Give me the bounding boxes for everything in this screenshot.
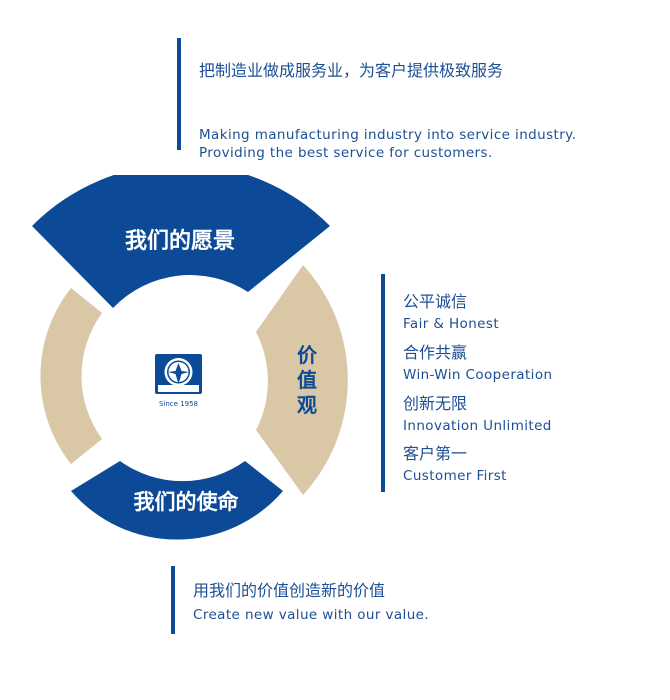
- value-zh: 合作共赢: [403, 343, 468, 362]
- values-label-char-1: 价: [297, 343, 318, 367]
- company-logo: Since 1958: [155, 354, 202, 408]
- bottom-quote-zh: 用我们的价值创造新的价值: [193, 581, 386, 600]
- values-accent-bar: [381, 274, 385, 492]
- values-label-char-2: 值: [297, 368, 317, 392]
- value-item-customer-first: 客户第一 Customer First: [403, 444, 507, 485]
- ring-values-segment: [256, 265, 348, 495]
- bottom-quote-en: Create new value with our value.: [193, 607, 430, 623]
- value-en: Customer First: [403, 468, 507, 484]
- values-list: 公平诚信 Fair & Honest 合作共赢 Win-Win Cooperat…: [381, 274, 641, 494]
- mission-quote-zh: 把制造业做成服务业，为客户提供极致服务: [199, 61, 504, 80]
- quote-accent-bar: [177, 38, 181, 150]
- vision-label: 我们的愿景: [125, 228, 235, 254]
- logo-since-text: Since 1958: [159, 400, 198, 408]
- value-en: Innovation Unlimited: [403, 418, 552, 434]
- ring-left-segment: [40, 288, 102, 464]
- value-zh: 公平诚信: [403, 292, 468, 311]
- value-en: Win-Win Cooperation: [403, 367, 553, 383]
- value-item-fair-honest: 公平诚信 Fair & Honest: [403, 292, 499, 333]
- quote-accent-bar: [171, 566, 175, 634]
- mission-label: 我们的使命: [134, 490, 240, 514]
- mission-quote-en-line1: Making manufacturing industry into servi…: [199, 127, 577, 143]
- ring-vision-segment: [32, 175, 330, 308]
- mission-quote-en-line2: Providing the best service for customers…: [199, 145, 493, 161]
- value-zh: 创新无限: [403, 394, 468, 413]
- ring-mission-segment: [71, 461, 283, 540]
- value-en: Fair & Honest: [403, 316, 500, 332]
- mission-quote: 把制造业做成服务业，为客户提供极致服务 Making manufacturing…: [177, 38, 647, 161]
- values-label-char-3: 观: [297, 393, 317, 417]
- value-zh: 客户第一: [403, 444, 468, 463]
- value-item-innovation: 创新无限 Innovation Unlimited: [403, 394, 552, 435]
- values-ring-diagram: 我们的愿景 我们的使命 价 值 观 Since 1958: [32, 175, 348, 540]
- bottom-quote: 用我们的价值创造新的价值 Create new value with our v…: [171, 566, 641, 634]
- value-item-win-win: 合作共赢 Win-Win Cooperation: [403, 343, 552, 384]
